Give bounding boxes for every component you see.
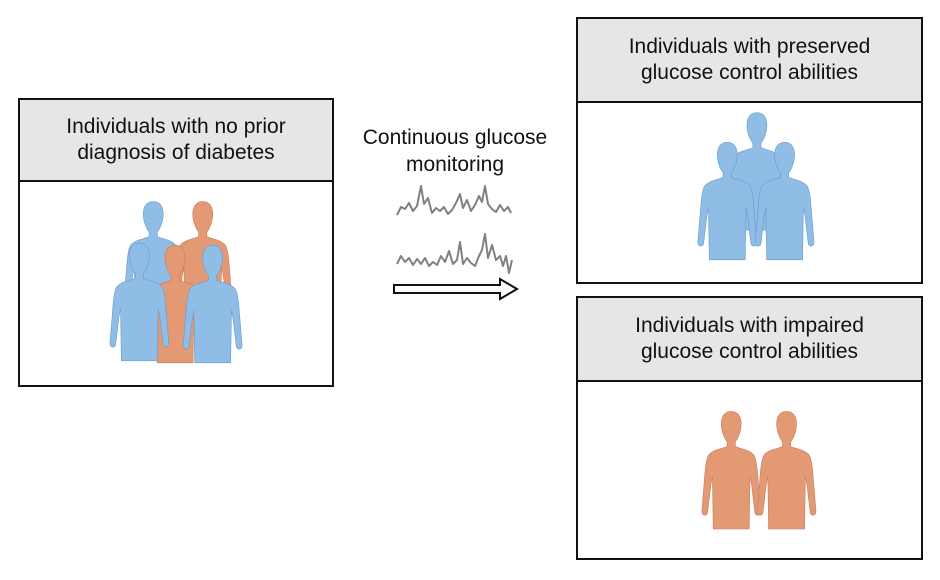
right-arrow-icon (393, 277, 519, 301)
top-right-panel-header: Individuals with preserved glucose contr… (578, 19, 921, 103)
left-panel-header: Individuals with no prior diagnosis of d… (20, 100, 332, 182)
left-panel-title: Individuals with no prior diagnosis of d… (66, 114, 286, 164)
top-right-panel-title: Individuals with preserved glucose contr… (628, 34, 871, 84)
bottom-right-panel-title: Individuals with impaired glucose contro… (635, 313, 864, 363)
cgm-trace-2 (396, 233, 513, 274)
impaired-population-figure (701, 410, 817, 530)
person-icon-orange-right (756, 410, 817, 530)
top-right-panel-body (578, 103, 921, 282)
preserved-population-figure (697, 112, 815, 261)
cgm-trace-chart (396, 185, 513, 274)
mixed-population-figure (109, 201, 243, 364)
top-right-panel: Individuals with preserved glucose contr… (576, 17, 923, 284)
bottom-right-panel: Individuals with impaired glucose contro… (576, 296, 923, 560)
person-icon-orange-left (701, 410, 762, 530)
bottom-right-panel-header: Individuals with impaired glucose contro… (578, 298, 921, 382)
left-panel-body (20, 182, 332, 385)
left-panel: Individuals with no prior diagnosis of d… (18, 98, 334, 387)
process-label: Continuous glucose monitoring (362, 126, 548, 177)
bottom-right-panel-body (578, 382, 921, 558)
cgm-trace-1 (396, 185, 512, 216)
